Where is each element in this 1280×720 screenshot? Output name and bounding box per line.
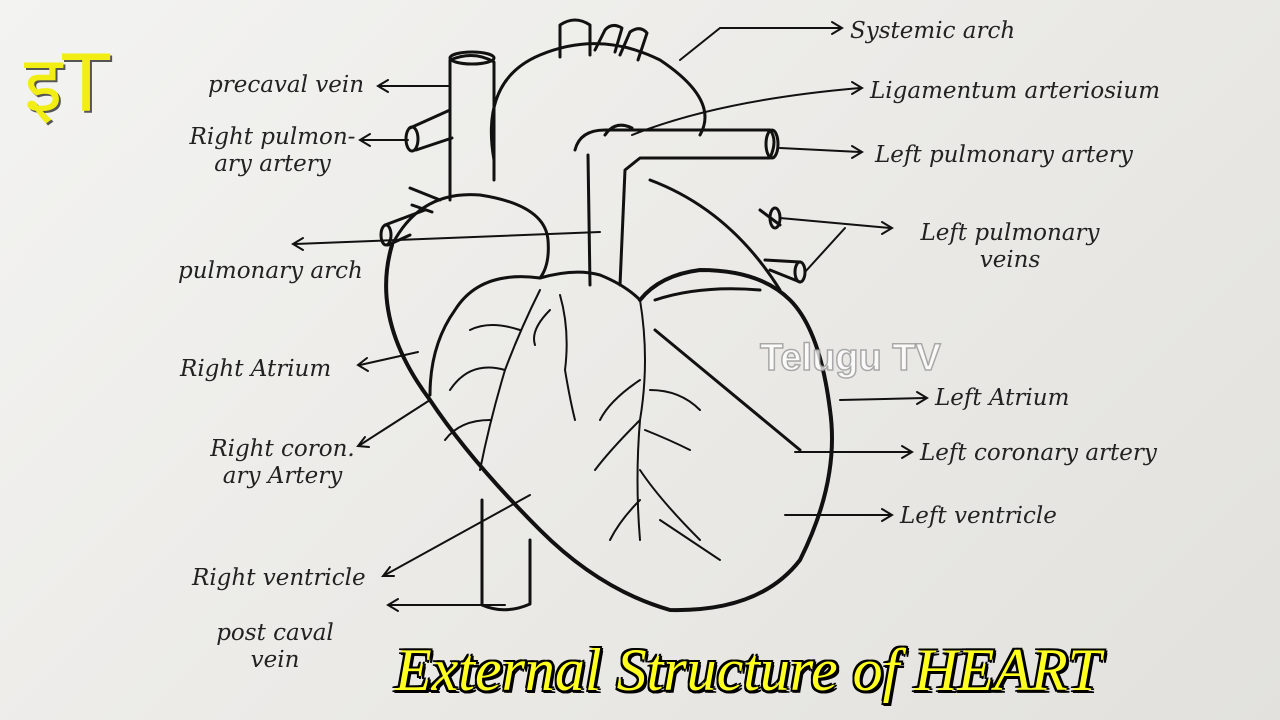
right-coronary-branches <box>444 289 576 471</box>
arrow-ligamentum <box>631 87 861 136</box>
pulmonary-arch-shape <box>573 128 776 287</box>
right-atrium-shape <box>390 193 550 280</box>
label-right-atrium: Right Atrium <box>180 356 332 382</box>
systemic-arch-shape <box>489 42 707 162</box>
label-systemic-arch: Systemic arch <box>850 18 1016 44</box>
watermark: Telugu TV <box>759 336 941 380</box>
arrow-right-ventricle <box>384 494 531 576</box>
label-left-ventricle: Left ventricle <box>900 503 1057 529</box>
arrow-systemic-arch <box>679 27 841 61</box>
left-coronary-branches <box>594 299 721 561</box>
label-left-coronary-artery: Left coronary artery <box>920 440 1157 466</box>
arrow-left-atrium <box>839 397 926 401</box>
label-right-pulmonary-artery-line1: Right pulmon- <box>189 124 356 150</box>
left-atrium-shape <box>648 178 782 292</box>
arrow-right-coronary <box>359 399 431 446</box>
label-right-coronary-line1: Right coron. <box>210 436 355 462</box>
precaval-vein-shape <box>448 54 496 202</box>
arrow-right-atrium <box>359 351 419 366</box>
label-precaval-vein: precaval vein <box>208 72 365 98</box>
label-post-caval-vein: post caval vein <box>185 620 365 674</box>
arrow-left-pulmonary-veins <box>779 217 891 273</box>
label-right-pulmonary-artery-line2: ary artery <box>214 151 331 177</box>
arrow-left-pulmonary-artery <box>779 147 861 153</box>
label-ligamentum: Ligamentum arteriosium <box>870 78 1161 104</box>
label-left-pulmonary-veins-line1: Left pulmonary <box>920 220 1100 246</box>
heart-outline <box>384 243 834 613</box>
label-right-coronary-artery: Right coron. ary Artery <box>180 436 385 490</box>
label-right-ventricle: Right ventricle <box>192 565 366 591</box>
label-left-pulmonary-veins-line2: veins <box>979 247 1041 273</box>
label-pulmonary-arch: pulmonary arch <box>178 258 363 284</box>
arrow-pulmonary-arch <box>294 231 601 245</box>
label-left-pulmonary-artery: Left pulmonary artery <box>875 142 1133 168</box>
label-left-atrium: Left Atrium <box>935 385 1070 411</box>
channel-logo: इT <box>24 40 110 130</box>
label-right-pulmonary-artery: Right pulmon- ary artery <box>180 124 365 178</box>
label-left-pulmonary-veins: Left pulmonary veins <box>890 220 1130 274</box>
label-post-caval-line2: vein <box>250 647 300 673</box>
right-pulmonary-artery-shape <box>408 108 454 152</box>
video-title: External Structure of HEART <box>395 637 1101 703</box>
label-right-coronary-line2: ary Artery <box>222 463 343 489</box>
label-post-caval-line1: post caval <box>216 620 334 646</box>
